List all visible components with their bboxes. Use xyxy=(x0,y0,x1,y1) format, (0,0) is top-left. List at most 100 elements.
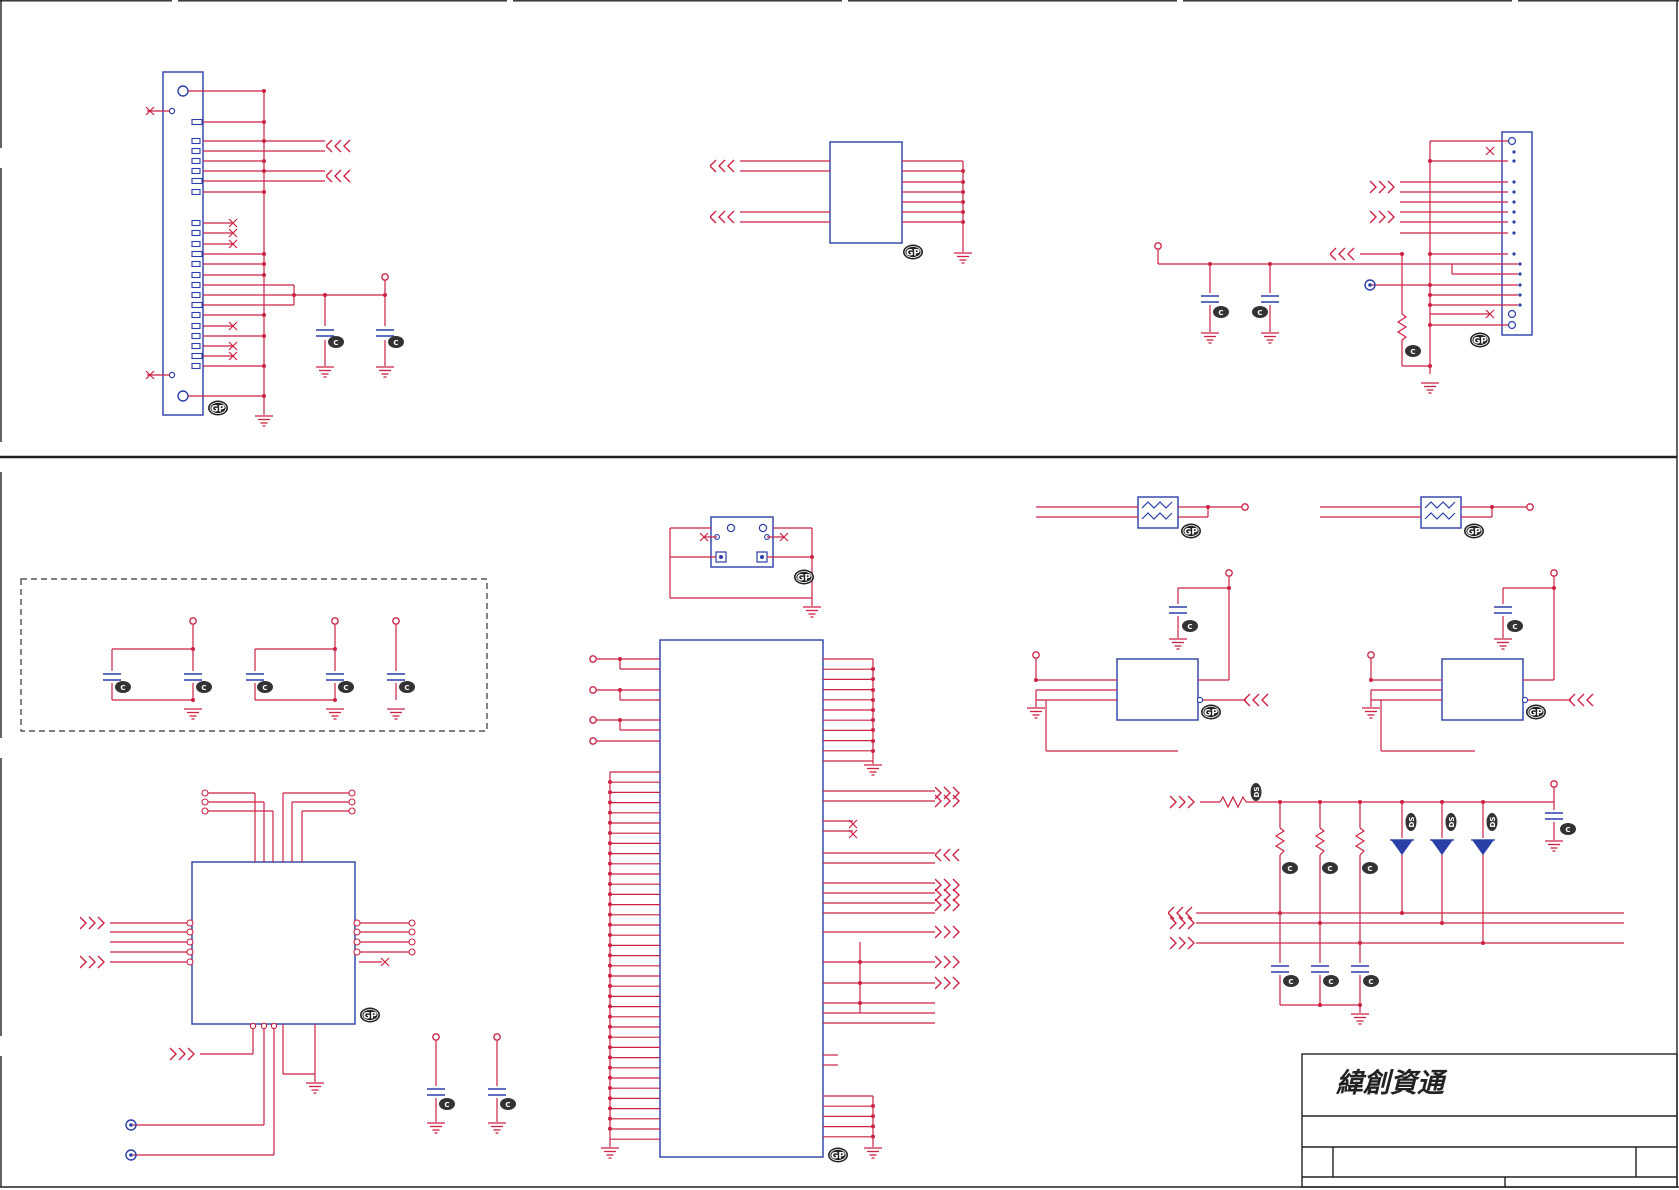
cap-badge-16: C xyxy=(1363,975,1379,987)
svg-text:C: C xyxy=(201,684,206,692)
gp-badge-9: GP xyxy=(1526,704,1546,720)
svg-text:C: C xyxy=(120,684,125,692)
dashed-group-wiring xyxy=(111,625,397,701)
ds-badge-3: DS xyxy=(1445,813,1457,831)
svg-text:C: C xyxy=(1257,309,1262,317)
bulk-caps xyxy=(426,1033,507,1134)
gp-badge-2: GP xyxy=(903,244,923,260)
cap-badge-14: C xyxy=(1283,975,1299,987)
regulator-symbols xyxy=(1026,569,1594,719)
svg-text:DS: DS xyxy=(1408,817,1416,828)
svg-text:DS: DS xyxy=(1448,817,1456,828)
u3-symbols xyxy=(589,655,960,1159)
svg-text:GP: GP xyxy=(831,1152,845,1162)
fuse-f2 xyxy=(1420,496,1462,529)
svg-text:C: C xyxy=(1410,348,1415,356)
connector-j1 xyxy=(162,71,204,416)
gp-badge-7: GP xyxy=(1464,523,1484,539)
svg-text:GP: GP xyxy=(363,1012,377,1022)
j2-pin-dots xyxy=(1512,150,1522,307)
svg-text:C: C xyxy=(505,1101,510,1109)
decoupling-group-dashed xyxy=(20,578,488,732)
svg-text:C: C xyxy=(444,1101,449,1109)
dashed-group-symbols xyxy=(102,617,406,720)
svg-text:C: C xyxy=(393,339,398,347)
svg-text:GP: GP xyxy=(1204,709,1218,719)
j2-wiring xyxy=(1157,140,1518,374)
j2-pullup-resistor xyxy=(1396,313,1408,341)
u1-wiring xyxy=(740,160,964,252)
cap-badge-2: C xyxy=(388,336,404,348)
gp-badge-3: GP xyxy=(1470,332,1490,348)
ds-badge-1: DS xyxy=(1250,783,1262,801)
u2-wiring xyxy=(110,792,410,1156)
svg-text:C: C xyxy=(262,684,267,692)
svg-text:C: C xyxy=(1187,623,1192,631)
u3-right-pins xyxy=(823,658,873,1138)
gp-badge-1: GP xyxy=(208,400,228,416)
gp-badge-8: GP xyxy=(1201,704,1221,720)
j2-symbols xyxy=(1154,146,1495,394)
cap-badge-17: C xyxy=(1282,862,1298,874)
ic-u3 xyxy=(659,639,824,1158)
cap-badge-10: C xyxy=(399,681,415,693)
cap-badge-4: C xyxy=(1252,306,1268,318)
sw1-wiring xyxy=(669,527,813,606)
regulator-u4 xyxy=(1116,658,1199,721)
svg-text:GP: GP xyxy=(1467,528,1481,538)
cap-badge-3: C xyxy=(1213,306,1229,318)
svg-text:C: C xyxy=(1218,309,1223,317)
cap-badge-9: C xyxy=(338,681,354,693)
ic-u2 xyxy=(191,861,356,1025)
svg-text:GP: GP xyxy=(211,405,225,415)
svg-text:C: C xyxy=(343,684,348,692)
svg-text:C: C xyxy=(1287,865,1292,873)
svg-text:C: C xyxy=(333,339,338,347)
svg-text:C: C xyxy=(1328,978,1333,986)
svg-text:DS: DS xyxy=(1489,817,1497,828)
cap-badge-15: C xyxy=(1323,975,1339,987)
company-name: 緯創資通 xyxy=(1335,1068,1448,1099)
svg-text:DS: DS xyxy=(1253,787,1261,798)
cap-badge-1: C xyxy=(328,336,344,348)
cap-badge-19: C xyxy=(1362,862,1378,874)
svg-text:C: C xyxy=(404,684,409,692)
esd-symbols xyxy=(1168,780,1564,1025)
svg-text:GP: GP xyxy=(1184,528,1198,538)
cap-badge-13: C xyxy=(1560,823,1576,835)
u2-symbols xyxy=(80,916,390,1161)
fuse-f1 xyxy=(1137,496,1179,529)
u2-pins xyxy=(186,789,416,1030)
svg-text:GP: GP xyxy=(1529,709,1543,719)
j1-signal-arrows xyxy=(326,139,351,183)
cap-badge-18: C xyxy=(1322,862,1338,874)
esd-diodes xyxy=(1390,839,1495,856)
gp-badge-5: GP xyxy=(794,569,814,585)
svg-text:C: C xyxy=(1367,865,1372,873)
ds-badge-4: DS xyxy=(1486,813,1498,831)
svg-text:C: C xyxy=(1368,978,1373,986)
cap-badge-5: C xyxy=(1405,345,1421,357)
svg-text:C: C xyxy=(1565,826,1570,834)
wire-junctions xyxy=(191,89,1556,1139)
ic-u1 xyxy=(829,141,903,244)
svg-text:GP: GP xyxy=(1473,337,1487,347)
svg-text:GP: GP xyxy=(797,574,811,584)
u3-left-pins xyxy=(610,771,660,1140)
regulator-wiring xyxy=(1035,577,1571,752)
cap-badge-12: C xyxy=(1507,620,1523,632)
cap-badge-8: C xyxy=(257,681,273,693)
svg-text:C: C xyxy=(1288,978,1293,986)
u3-bus-outputs xyxy=(823,790,935,1024)
gp-badge-4: GP xyxy=(360,1007,380,1023)
fuse-wiring xyxy=(1036,506,1527,518)
cap-badge-7: C xyxy=(196,681,212,693)
cap-badge-20: C xyxy=(439,1098,455,1110)
esd-resistors xyxy=(1219,795,1366,856)
gp-badge-10: GP xyxy=(828,1147,848,1163)
svg-text:GP: GP xyxy=(906,249,920,259)
title-block xyxy=(1301,1053,1678,1188)
capacitor-badges: C C C C C C C C C C C C C C C C C C C C C xyxy=(115,306,1576,1110)
